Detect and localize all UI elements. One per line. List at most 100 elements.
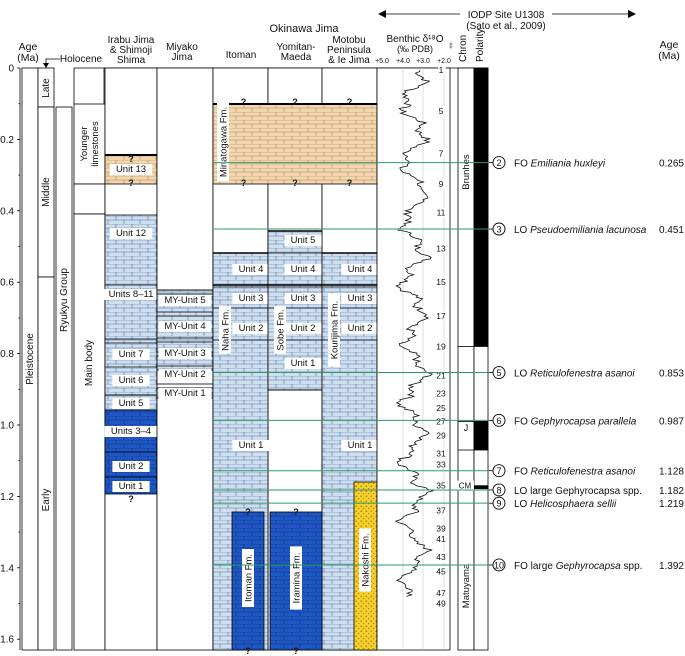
header-yomitan: Yomitan- <box>276 42 315 53</box>
early-subepoch <box>37 276 55 651</box>
event-number-circle <box>492 413 506 427</box>
isotope-tick-label: +5.0 <box>375 58 389 65</box>
event-number: 6 <box>496 416 501 426</box>
irabu-unit13-label-bg <box>109 164 153 175</box>
motobu-unit3-label-bg <box>341 293 379 304</box>
polarity-normal-brunhes <box>473 67 489 347</box>
age-axis-label-right: (Ma) <box>658 50 680 62</box>
mis-stage-label: 21 <box>436 371 446 381</box>
irabu-units8-11-label: Units 8–11 <box>109 289 154 300</box>
yomitan-unit4-label: Unit 4 <box>291 264 316 275</box>
motobu-unit4-label-bg <box>341 264 379 275</box>
age-tick-label: 0 <box>8 64 14 75</box>
miyako-unit5-label: MY-Unit 5 <box>164 295 205 306</box>
late-label: Late <box>41 78 52 98</box>
question-mark: ? <box>292 97 298 107</box>
event-age: 0.451 <box>659 225 684 236</box>
yomitan-unit3-label: Unit 3 <box>291 293 316 304</box>
irabu-unit12-label-bg <box>109 228 153 239</box>
miyako-unit1-label-bg <box>158 388 212 399</box>
mis-stage-label: 19 <box>436 341 446 351</box>
yomitan-unit5-label-bg <box>284 235 322 246</box>
question-mark: ? <box>292 178 298 188</box>
age-axis-label-left: (Ma) <box>17 52 39 64</box>
minatogawa-label-bg <box>217 102 229 182</box>
irabu-units8-11-label-bg <box>102 289 160 300</box>
header-irabu: & Shimoji <box>110 45 152 56</box>
iramina-formation-label-bg <box>290 546 302 610</box>
itoman-unit2-label: Unit 2 <box>239 323 264 334</box>
mis-label-bg <box>438 179 446 190</box>
mis-stage-label: 43 <box>436 552 446 562</box>
event-number: 2 <box>496 158 501 168</box>
younger-limestones-gap <box>73 183 106 215</box>
benthic-label: Benthic δ¹⁸O <box>386 34 443 45</box>
jaramillo-label: J <box>464 423 469 433</box>
irabu-units3-4-label-bg <box>104 426 158 437</box>
age-tick-label: 0.4 <box>0 206 14 217</box>
mis-stage-label: 17 <box>436 311 446 321</box>
main-body-label: Main body <box>84 340 95 386</box>
event-age: 1.392 <box>659 561 684 572</box>
event-age: 0.853 <box>659 369 684 380</box>
header-irabu: Shima <box>117 55 146 66</box>
event-number: 5 <box>496 368 501 378</box>
mis-label-bg <box>435 566 449 577</box>
event-name: LO Reticulofenestra asanoi <box>514 369 635 380</box>
event-number-circle <box>492 156 506 170</box>
event-number: 9 <box>496 499 501 509</box>
mis-stage-label: 25 <box>436 403 446 413</box>
irabu-unit1-label: Unit 1 <box>119 481 144 492</box>
header-motobu: Motobu <box>332 35 365 46</box>
event-number-circle <box>492 366 506 379</box>
itoman-unit3-label: Unit 3 <box>239 293 264 304</box>
benthic-unit-label: (‰ PDB) <box>397 44 433 54</box>
irabu-unit5-label: Unit 5 <box>119 398 144 409</box>
mis-label-bg <box>435 341 449 352</box>
iodp-arrow-right-head <box>628 10 636 18</box>
event-name: LO large Gephyrocapsa spp. <box>514 486 642 497</box>
cobb-mountain-label: CM <box>459 482 472 491</box>
miyako-unit4-label-bg <box>158 321 212 332</box>
age-axis-label-right: Age <box>660 39 679 51</box>
question-mark: ? <box>128 154 134 164</box>
event-number: 7 <box>496 466 501 476</box>
main-body-box <box>73 213 106 651</box>
isotope-tick-label: +4.0 <box>396 58 410 65</box>
motobu-unit1-label-bg <box>341 440 379 451</box>
mis-label-bg <box>435 388 449 399</box>
iramina-formation-label: Iramina Fm. <box>292 553 303 604</box>
event-age: 1.182 <box>659 486 684 497</box>
age-axis-label-left: Age <box>19 41 38 53</box>
mis-stage-label: 13 <box>436 243 446 253</box>
mis-label-bg <box>435 480 449 491</box>
mis-stage-label: 33 <box>436 459 446 469</box>
event-name: FO Reticulofenestra asanoi <box>514 467 636 478</box>
question-mark: ? <box>241 97 247 107</box>
event-name: FO Gephyrocapsa parallela <box>514 416 637 427</box>
header-miyako: Miyako <box>166 42 198 53</box>
cm-bg <box>456 480 474 491</box>
mis-stage-label: 47 <box>436 588 446 598</box>
irabu-unit7-label: Unit 7 <box>119 349 144 360</box>
question-mark: ? <box>241 178 247 188</box>
mis-stage-label: 49 <box>436 599 446 609</box>
ryukyu-group-column <box>55 106 73 651</box>
early-label: Early <box>41 489 52 512</box>
mis-stage-label: 5 <box>439 106 444 116</box>
event-number-circle <box>492 496 506 510</box>
age-tick-label: 0.6 <box>0 278 14 289</box>
polarity-header: Polarity <box>475 29 486 62</box>
irabu-unit1-label-bg <box>112 481 150 492</box>
mis-label-bg <box>438 148 446 159</box>
kourijima-formation-label: Kourijima Fm. <box>330 301 341 360</box>
polarity-normal-jaramillo <box>473 421 489 451</box>
mis-stage-label: 23 <box>436 389 446 399</box>
irabu-units3-4-label: Units 3–4 <box>111 426 151 437</box>
mis-stage-label: 27 <box>436 416 446 426</box>
yomitan-unit3-label-bg <box>284 293 322 304</box>
iodp-site-label: IODP Site U1308 <box>468 10 545 21</box>
miyako-unit4-label: MY-Unit 4 <box>164 321 205 332</box>
irabu-unit13-label: Unit 13 <box>116 164 146 175</box>
mis-symbol: ‡ <box>449 43 453 50</box>
